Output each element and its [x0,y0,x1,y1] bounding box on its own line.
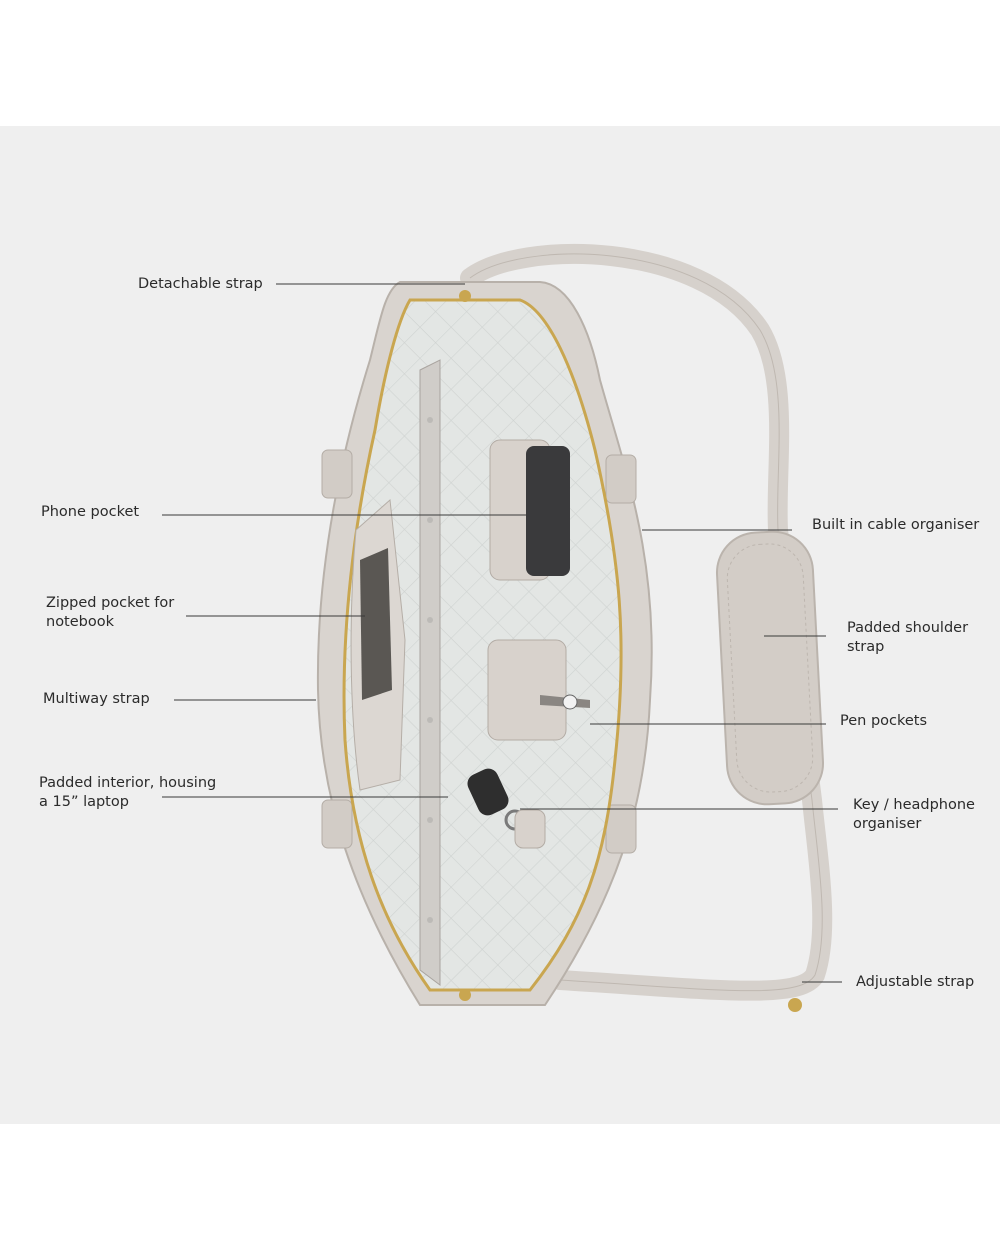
label-detachable-strap: Detachable strap [138,276,263,292]
label-pen-pockets: Pen pockets [840,713,928,729]
label-cable-organiser: Built in cable organiser [812,517,980,533]
keys [467,768,546,849]
label-phone-pocket: Phone pocket [41,504,140,520]
label-adjustable-strap: Adjustable strap [856,974,975,990]
laptop-divider [419,359,441,986]
label-zipped-pocket: Zipped pocket for notebook [46,595,175,630]
label-multiway-strap: Multiway strap [43,691,150,707]
pen-pockets [487,639,567,741]
label-padded-interior: Padded interior, housing a 15” laptop [39,775,217,810]
label-padded-shoulder-strap: Padded shoulder strap [847,620,969,655]
label-key-organiser: Key / headphone organiser [853,797,975,832]
shoulder-pad [715,530,825,806]
